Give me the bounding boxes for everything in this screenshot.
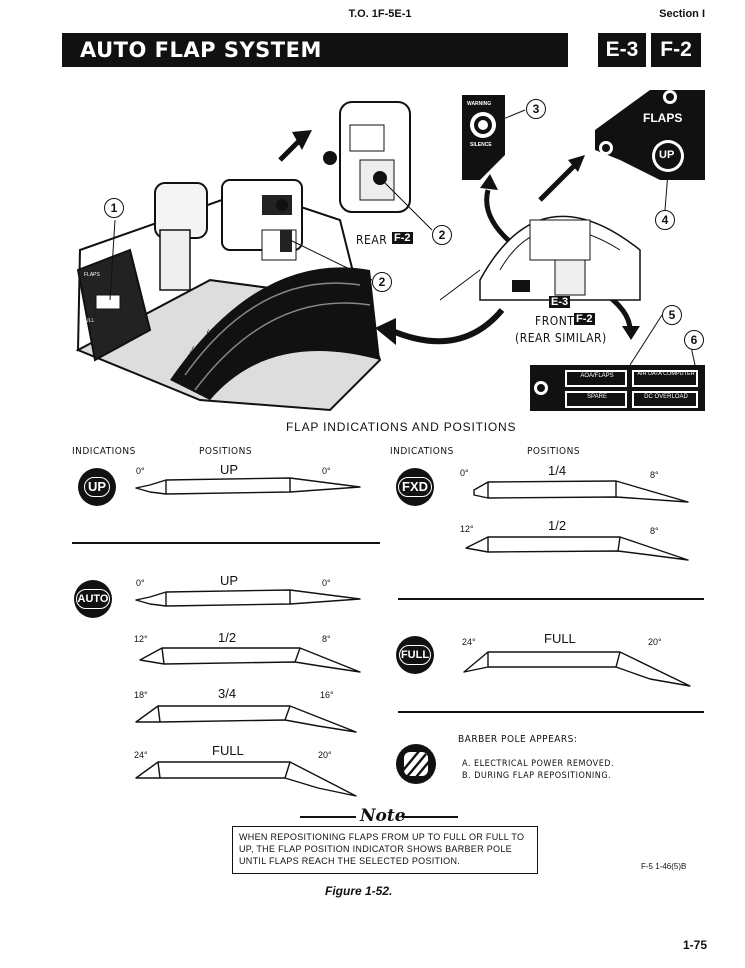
fxd-half-trail-angle: 8° <box>650 526 659 536</box>
note-title: Note <box>360 806 406 826</box>
callout-1: 1 <box>104 198 124 218</box>
callout-3: 3 <box>526 99 546 119</box>
badge-f2: F-2 <box>651 33 701 67</box>
col-positions-left: POSITIONS <box>199 446 253 457</box>
auto-34-trail-angle: 16° <box>320 690 334 700</box>
up-trail-angle: 0° <box>322 466 331 476</box>
figure-caption: Figure 1-52. <box>325 884 393 898</box>
airfoil-auto-up <box>135 589 361 607</box>
col-indications-right: INDICATIONS <box>390 446 454 457</box>
fxd-quarter-lead-angle: 0° <box>460 468 469 478</box>
front-badge-e3: E-3 <box>549 296 571 308</box>
fxd-half-label: 1/2 <box>548 518 567 533</box>
panel-cell-dc-overload: DC OVERLOAD <box>644 394 688 400</box>
auto-up-trail-angle: 0° <box>322 578 331 588</box>
page-number: 1-75 <box>682 938 707 952</box>
divider-right-1 <box>398 598 704 600</box>
divider-right-2 <box>398 711 704 713</box>
airfoil-auto-full <box>135 761 357 797</box>
callout-2-front: 2 <box>372 272 392 292</box>
throttle-quadrant-illustration <box>75 90 705 412</box>
auto-up-lead-angle: 0° <box>136 578 145 588</box>
barber-pole-title: BARBER POLE APPEARS: <box>458 734 578 745</box>
callout-2-rear: 2 <box>432 225 452 245</box>
auto-half-label: 1/2 <box>218 630 237 645</box>
callout-4: 4 <box>655 210 675 230</box>
up-lead-angle: 0° <box>136 466 145 476</box>
auto-34-label: 3/4 <box>218 686 237 701</box>
fxd-quarter-trail-angle: 8° <box>650 470 659 480</box>
auto-full-trail-angle: 20° <box>318 750 332 760</box>
section-title: FLAP INDICATIONS AND POSITIONS <box>286 420 517 434</box>
airfoil-fxd-quarter <box>473 480 689 503</box>
fxd-half-lead-angle: 12° <box>460 524 474 534</box>
panel-cell-air-data: AIR DATA COMPUTER <box>637 371 695 377</box>
note-rule-left <box>300 816 356 818</box>
indicator-fxd: FXD <box>396 468 434 506</box>
quadrant-full-text: FULL <box>82 318 95 324</box>
note-rule-right <box>402 816 458 818</box>
indicator-up: UP <box>78 468 116 506</box>
airfoil-up <box>135 477 361 495</box>
airfoil-fxd-half <box>465 536 689 561</box>
divider-left <box>72 542 380 544</box>
auto-full-label: FULL <box>212 743 244 758</box>
flaps-panel-label: FLAPS <box>643 111 683 125</box>
panel-cell-spare: SPARE <box>587 394 607 400</box>
rear-badge: F-2 <box>392 232 413 244</box>
auto-half-trail-angle: 8° <box>322 634 331 644</box>
airfoil-full <box>463 651 691 687</box>
up-position-label: UP <box>220 462 239 477</box>
airfoil-auto-half <box>139 647 361 673</box>
auto-full-lead-angle: 24° <box>134 750 148 760</box>
auto-34-lead-angle: 18° <box>134 690 148 700</box>
barber-pole-a: A. ELECTRICAL POWER REMOVED. <box>462 759 615 769</box>
col-indications-left: INDICATIONS <box>72 446 136 457</box>
front-badge-f2: F-2 <box>574 313 595 325</box>
col-positions-right: POSITIONS <box>527 446 581 457</box>
front-label: FRONT <box>535 314 575 328</box>
full-trail-angle: 20° <box>648 637 662 647</box>
note-text: WHEN REPOSITIONING FLAPS FROM UP TO FULL… <box>232 826 538 874</box>
warning-label: WARNING <box>467 101 492 107</box>
indicator-barber-pole <box>396 744 436 784</box>
callout-6: 6 <box>684 330 704 350</box>
silence-label: SILENCE <box>470 142 492 148</box>
page-title: AUTO FLAP SYSTEM CONTROLS/INDICATORS <box>62 33 568 96</box>
callout-5: 5 <box>662 305 682 325</box>
fxd-quarter-label: 1/4 <box>548 463 567 478</box>
indicator-auto: AUTO <box>74 580 112 618</box>
rear-label: REAR <box>356 233 388 247</box>
flaps-up-indicator: UP <box>659 149 675 161</box>
auto-half-lead-angle: 12° <box>134 634 148 644</box>
figure-reference: F-5 1-46(5)B <box>641 862 687 871</box>
auto-up-label: UP <box>220 573 239 588</box>
flap-switch <box>95 294 121 310</box>
full-lead-angle: 24° <box>462 637 476 647</box>
full-label: FULL <box>544 631 576 646</box>
badge-e3: E-3 <box>598 33 646 67</box>
panel-cell-aoa-flaps: AOA/FLAPS <box>580 373 614 379</box>
barber-pole-b: B. DURING FLAP REPOSITIONING. <box>462 771 612 781</box>
indicator-full: FULL <box>396 636 434 674</box>
to-number: T.O. 1F-5E-1 <box>348 8 412 20</box>
airfoil-auto-34 <box>135 705 357 733</box>
rear-similar-label: (REAR SIMILAR) <box>515 331 607 345</box>
quadrant-flaps-text: FLAPS <box>84 272 100 278</box>
section-label: Section I <box>659 8 705 20</box>
